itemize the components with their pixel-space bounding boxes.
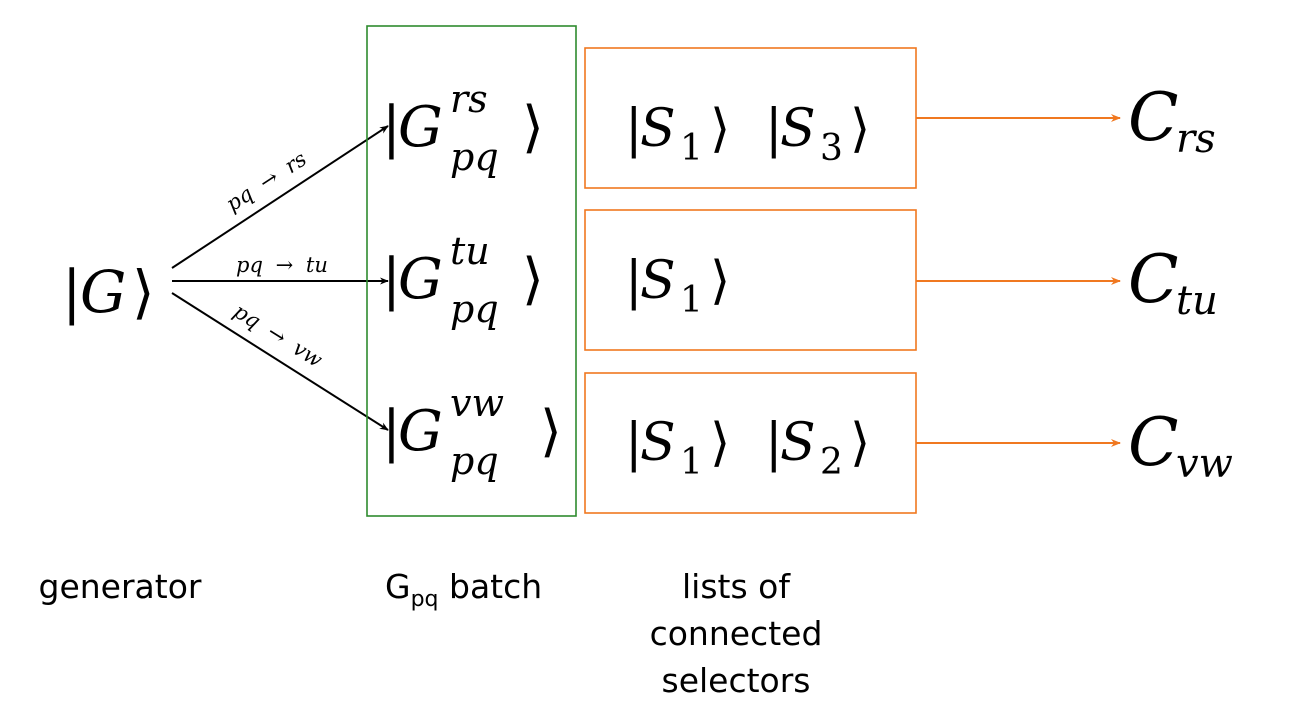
transition-arrow-vw <box>171 292 389 431</box>
svg-text:⟩: ⟩ <box>710 413 730 473</box>
transition-arrow-glyph: → <box>276 253 294 277</box>
batch-ket-base: G <box>398 399 443 464</box>
svg-text:⟩: ⟩ <box>850 99 870 159</box>
selector-ket-base: S <box>780 413 816 473</box>
selector-ket-base: S <box>780 99 816 159</box>
batch-ket-sub: pq <box>450 287 499 331</box>
output-rs: C rs <box>1128 79 1216 162</box>
output-sub: rs <box>1176 116 1216 162</box>
selector-row-rs: | S 1 ⟩ | S 3 ⟩ <box>625 99 870 169</box>
svg-text:|: | <box>625 99 643 159</box>
svg-text:⟩: ⟩ <box>132 258 155 326</box>
transition-arrow-glyph: → <box>255 165 283 195</box>
generator-ket-label: G <box>80 258 126 326</box>
selector-ket-sub: 1 <box>680 128 703 169</box>
svg-text:|: | <box>382 95 401 160</box>
selector-ket: | S 1 ⟩ <box>625 251 730 321</box>
output-sub: tu <box>1176 278 1218 324</box>
transition-to: tu <box>306 253 328 277</box>
output-arrows <box>916 114 1121 447</box>
transition-to: rs <box>280 147 311 179</box>
batch-ket-sup: tu <box>450 229 490 273</box>
svg-text:⟩: ⟩ <box>710 99 730 159</box>
svg-text:|: | <box>765 99 783 159</box>
selectors-caption-line: connected <box>650 614 823 653</box>
svg-text:|: | <box>382 247 401 312</box>
output-tu: C tu <box>1128 241 1218 324</box>
batch-ket-tu: | G tu pq ⟩ <box>382 229 544 331</box>
selector-ket-base: S <box>640 413 676 473</box>
svg-text:|: | <box>625 251 643 311</box>
selector-row-tu: | S 1 ⟩ <box>625 251 730 321</box>
transition-to: vw <box>289 336 327 372</box>
selectors-caption: lists of connected selectors <box>650 567 823 700</box>
generator-caption: generator <box>39 567 202 606</box>
svg-text:|: | <box>765 413 783 473</box>
transition-from: pq <box>236 253 263 277</box>
selectors-caption-line: selectors <box>662 661 811 700</box>
batch-ket-base: G <box>398 247 443 312</box>
batch-ket-sub: pq <box>450 439 499 483</box>
output-sub: vw <box>1176 441 1233 487</box>
batch-ket-sub: pq <box>450 135 499 179</box>
batch-ket-rs: | G rs pq ⟩ <box>382 77 544 179</box>
batch-caption: Gpq batch <box>385 567 542 612</box>
selector-ket-sub: 2 <box>820 442 843 483</box>
batch-box <box>366 25 577 517</box>
selectors-caption-line: lists of <box>682 567 791 606</box>
selector-ket-base: S <box>640 99 676 159</box>
selector-ket: | S 1 ⟩ <box>625 413 730 483</box>
selector-row-vw: | S 1 ⟩ | S 2 ⟩ <box>625 413 870 483</box>
batch-ket-sup: vw <box>450 381 504 425</box>
batch-ket-vw: | G vw pq ⟩ <box>382 381 562 483</box>
batch-ket-base: G <box>398 95 443 160</box>
selector-ket: | S 2 ⟩ <box>765 413 870 483</box>
svg-text:⟩: ⟩ <box>710 251 730 311</box>
svg-text:⟩: ⟩ <box>540 399 562 464</box>
transition-label-tu: pq → tu <box>236 253 328 277</box>
svg-text:⟩: ⟩ <box>850 413 870 473</box>
svg-text:⟩: ⟩ <box>522 95 544 160</box>
selector-ket-sub: 1 <box>680 280 703 321</box>
selector-ket: | S 3 ⟩ <box>765 99 870 169</box>
svg-text:|: | <box>625 413 643 473</box>
transition-from: pq <box>229 299 265 334</box>
batch-ket-sup: rs <box>450 77 488 121</box>
svg-text:|: | <box>382 399 401 464</box>
transition-from: pq <box>222 181 258 216</box>
batch-caption-rest: batch <box>439 567 543 606</box>
transition-arrow-rs <box>171 125 389 269</box>
batch-caption-sub: pq <box>411 587 439 612</box>
output-symbol: C <box>1128 241 1179 318</box>
svg-text:⟩: ⟩ <box>522 247 544 312</box>
selector-ket-base: S <box>640 251 676 311</box>
output-vw: C vw <box>1128 404 1233 487</box>
selector-ket-sub: 3 <box>820 128 843 169</box>
generator-ket: | G ⟩ <box>62 258 155 326</box>
output-symbol: C <box>1128 404 1179 481</box>
selector-ket: | S 1 ⟩ <box>625 99 730 169</box>
selector-ket-sub: 1 <box>680 442 703 483</box>
transition-arrows <box>171 125 389 431</box>
svg-text:pq → tu: pq → tu <box>236 253 328 277</box>
svg-text:|: | <box>62 258 82 326</box>
batch-caption-main: G <box>385 567 411 606</box>
transition-arrow-glyph: → <box>263 320 291 350</box>
output-symbol: C <box>1128 79 1179 156</box>
